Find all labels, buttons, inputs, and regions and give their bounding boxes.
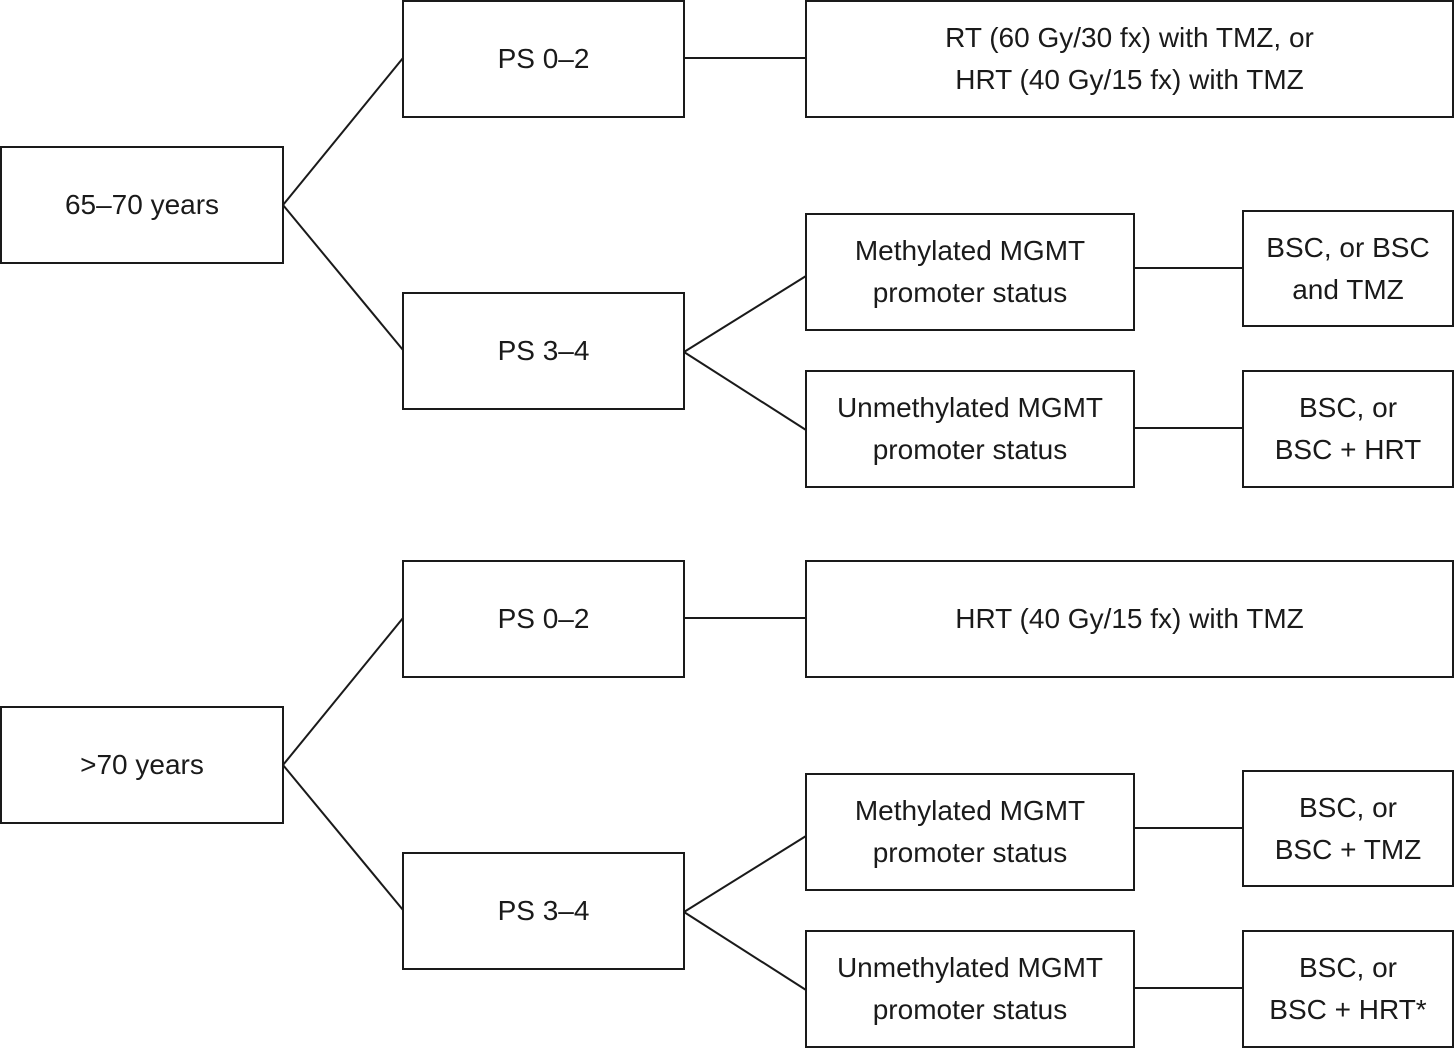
methylated-box: Methylated MGMT promoter status <box>805 213 1135 331</box>
methylated-treatment-box: BSC, or BSC and TMZ <box>1242 210 1454 327</box>
ps-good-treatment-box: RT (60 Gy/30 fx) with TMZ, or HRT (40 Gy… <box>805 0 1454 118</box>
methylated-treatment-box: BSC, or BSC + TMZ <box>1242 770 1454 887</box>
ps-poor-box: PS 3–4 <box>402 292 685 410</box>
ps-good-label: PS 0–2 <box>497 603 590 634</box>
ps-good-treatment-box: HRT (40 Gy/15 fx) with TMZ <box>805 560 1454 678</box>
methylated-box: Methylated MGMT promoter status <box>805 773 1135 891</box>
methylated-line-1: Methylated MGMT <box>854 235 1086 266</box>
ps-good-label: PS 0–2 <box>497 43 590 74</box>
methylated-treatment-line-2: BSC + TMZ <box>1274 833 1422 865</box>
age-label: >70 years <box>80 749 204 780</box>
methylated-line-1: Methylated MGMT <box>854 795 1086 826</box>
connector-pspoor1-methylated <box>683 275 807 353</box>
connector-pspoor1-unmethylated <box>683 351 807 431</box>
unmethylated-treatment-line-1: BSC, or <box>1298 392 1398 423</box>
treatment-line-1: RT (60 Gy/30 fx) with TMZ, or <box>945 22 1314 53</box>
age-box-over-70: >70 years <box>0 706 284 824</box>
unmethylated-treatment-line-1: BSC, or <box>1298 952 1397 983</box>
ps-poor-label: PS 3–4 <box>497 895 590 926</box>
unmethylated-treatment-box: BSC, or BSC + HRT <box>1242 370 1454 488</box>
age-box-65-70: 65–70 years <box>0 146 284 264</box>
unmethylated-line-2: promoter status <box>872 994 1068 1025</box>
unmethylated-box: Unmethylated MGMT promoter status <box>805 930 1135 1048</box>
ps-good-box: PS 0–2 <box>402 0 685 118</box>
connector-age1-pspoor <box>282 204 404 351</box>
connector-age2-psgood <box>282 617 404 766</box>
unmethylated-line-1: Unmethylated MGMT <box>836 952 1104 983</box>
unmethylated-treatment-line-2: BSC + HRT <box>1274 434 1422 465</box>
unmethylated-line-1: Unmethylated MGMT <box>836 392 1104 423</box>
unmethylated-treatment-box: BSC, or BSC + HRT* <box>1242 930 1454 1048</box>
ps-good-box: PS 0–2 <box>402 560 685 678</box>
methylated-treatment-line-2: and TMZ <box>1292 273 1404 305</box>
unmethylated-line-2: promoter status <box>872 434 1068 465</box>
ps-poor-box: PS 3–4 <box>402 852 685 970</box>
connector-age2-pspoor <box>282 764 404 911</box>
age-label: 65–70 years <box>64 189 220 220</box>
methylated-line-2: promoter status <box>872 277 1068 308</box>
methylated-treatment-line-1: BSC, or BSC <box>1266 231 1430 263</box>
connector-age1-psgood <box>282 57 404 206</box>
ps-poor-label: PS 3–4 <box>497 335 590 366</box>
methylated-line-2: promoter status <box>872 837 1068 868</box>
connector-pspoor2-methylated <box>683 835 807 913</box>
treatment-line-2: HRT (40 Gy/15 fx) with TMZ <box>955 64 1304 95</box>
connector-pspoor2-unmethylated <box>683 911 807 991</box>
unmethylated-treatment-line-2: BSC + HRT* <box>1269 994 1427 1025</box>
treatment-line-1: HRT (40 Gy/15 fx) with TMZ <box>955 603 1304 634</box>
unmethylated-box: Unmethylated MGMT promoter status <box>805 370 1135 488</box>
methylated-treatment-line-1: BSC, or <box>1298 791 1397 823</box>
